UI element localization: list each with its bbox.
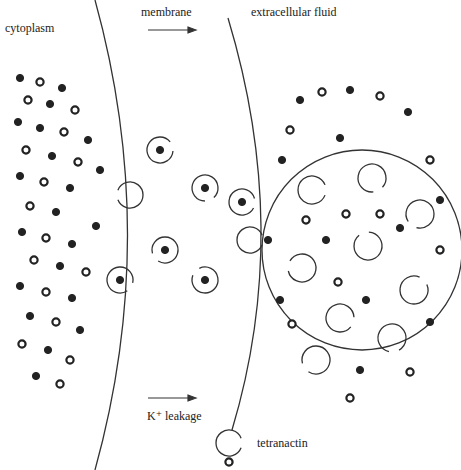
ion-dot: [56, 380, 63, 387]
flow-arrows: [148, 27, 196, 401]
ion-dot: [238, 198, 245, 205]
ion-dot: [156, 146, 163, 153]
ion-dot: [426, 318, 433, 325]
inner-membrane-edge: [95, 0, 128, 470]
extracellular-region: [262, 150, 461, 350]
ion-dot: [18, 228, 25, 235]
tetranactin-ring: [118, 182, 143, 208]
ion-dot: [336, 134, 343, 141]
ion-dot: [96, 166, 103, 173]
ion-dot: [76, 326, 83, 333]
ion-dot: [346, 86, 353, 93]
ion-dot: [52, 318, 59, 325]
tetranactin-ring: [298, 176, 325, 204]
ion-dot: [334, 278, 341, 285]
tetranactin-ring: [152, 237, 178, 263]
ion-dot: [116, 276, 123, 283]
ion-dot: [22, 146, 29, 153]
ion-dot: [52, 208, 59, 215]
ion-dot: [68, 240, 75, 247]
legend-text: tetranactin: [256, 437, 309, 449]
ion-dot: [68, 294, 75, 301]
ion-dot: [58, 84, 65, 91]
flow-label: K⁺ leakage: [146, 410, 203, 422]
ion-dot: [24, 96, 31, 103]
ion-dot: [404, 108, 411, 115]
tetranactin-ring: [326, 304, 354, 332]
ion-dot: [322, 236, 329, 243]
tetranactin-ring: [107, 267, 133, 293]
ion-dot: [84, 136, 91, 143]
ion-dot: [376, 92, 383, 99]
tetranactin-ring: [147, 137, 173, 163]
ion-dot: [36, 124, 43, 131]
ion-dot: [74, 158, 81, 165]
tetranactin-ring: [192, 267, 218, 293]
ion-dot: [201, 276, 208, 283]
ion-dot: [286, 126, 293, 133]
ion-dot: [346, 394, 353, 401]
ion-dot: [16, 172, 23, 179]
ion-dot: [318, 88, 325, 95]
ion-dot: [302, 216, 309, 223]
region-label: membrane: [140, 6, 193, 18]
ion-dot: [71, 106, 78, 113]
ion-dot: [342, 210, 349, 217]
ion-dot: [66, 184, 73, 191]
region-label: cytoplasm: [4, 22, 55, 34]
tetranactin-ring: [378, 324, 406, 352]
particles: [14, 74, 443, 401]
ion-dot: [436, 246, 443, 253]
ion-dot: [42, 234, 49, 241]
legend-samples: [216, 430, 241, 466]
outer-membrane-edge: [228, 18, 261, 430]
ion-dot: [426, 156, 433, 163]
ion-dot: [396, 224, 403, 231]
ion-dot: [264, 236, 271, 243]
ion-dot: [161, 246, 168, 253]
ion-dot: [30, 256, 37, 263]
ion-dot: [48, 152, 55, 159]
tetranactin-ring: [302, 346, 330, 374]
ion-dot: [26, 312, 33, 319]
ion-dot: [296, 96, 303, 103]
ion-dot: [201, 184, 208, 191]
ion-dot: [56, 262, 63, 269]
ion-dot: [225, 458, 232, 465]
ion-dot: [356, 366, 363, 373]
ion-dot: [436, 196, 443, 203]
tetranactin-ring: [406, 200, 434, 228]
ion-dot: [66, 356, 73, 363]
tetranactin-ring: [400, 276, 428, 304]
ion-dot: [32, 372, 39, 379]
ion-dot: [276, 296, 283, 303]
ion-dot: [18, 340, 25, 347]
ion-dot: [16, 282, 23, 289]
ion-dot: [40, 178, 47, 185]
ion-dot: [16, 74, 23, 81]
ion-dot: [376, 210, 383, 217]
ion-dot: [82, 268, 89, 275]
ion-dot: [26, 202, 33, 209]
ion-dot: [288, 320, 295, 327]
ion-dot: [36, 78, 43, 85]
tetranactin-ring: [237, 227, 262, 253]
tetranactin-ring: [216, 430, 241, 456]
ion-dot: [46, 100, 53, 107]
ion-dot: [362, 296, 369, 303]
tetranactin-ring: [354, 232, 382, 260]
tetranactin-ring: [192, 175, 218, 201]
ion-dot: [44, 346, 51, 353]
ion-dot: [406, 368, 413, 375]
tetranactin-ring: [229, 189, 255, 215]
ion-dot: [92, 222, 99, 229]
ion-dot: [14, 118, 21, 125]
tetranactin-ring: [288, 254, 316, 282]
ion-dot: [278, 156, 285, 163]
ion-dot: [42, 288, 49, 295]
region-label: extracellular fluid: [250, 6, 338, 18]
ion-dot: [60, 128, 67, 135]
tetranactin-ring: [358, 164, 386, 192]
